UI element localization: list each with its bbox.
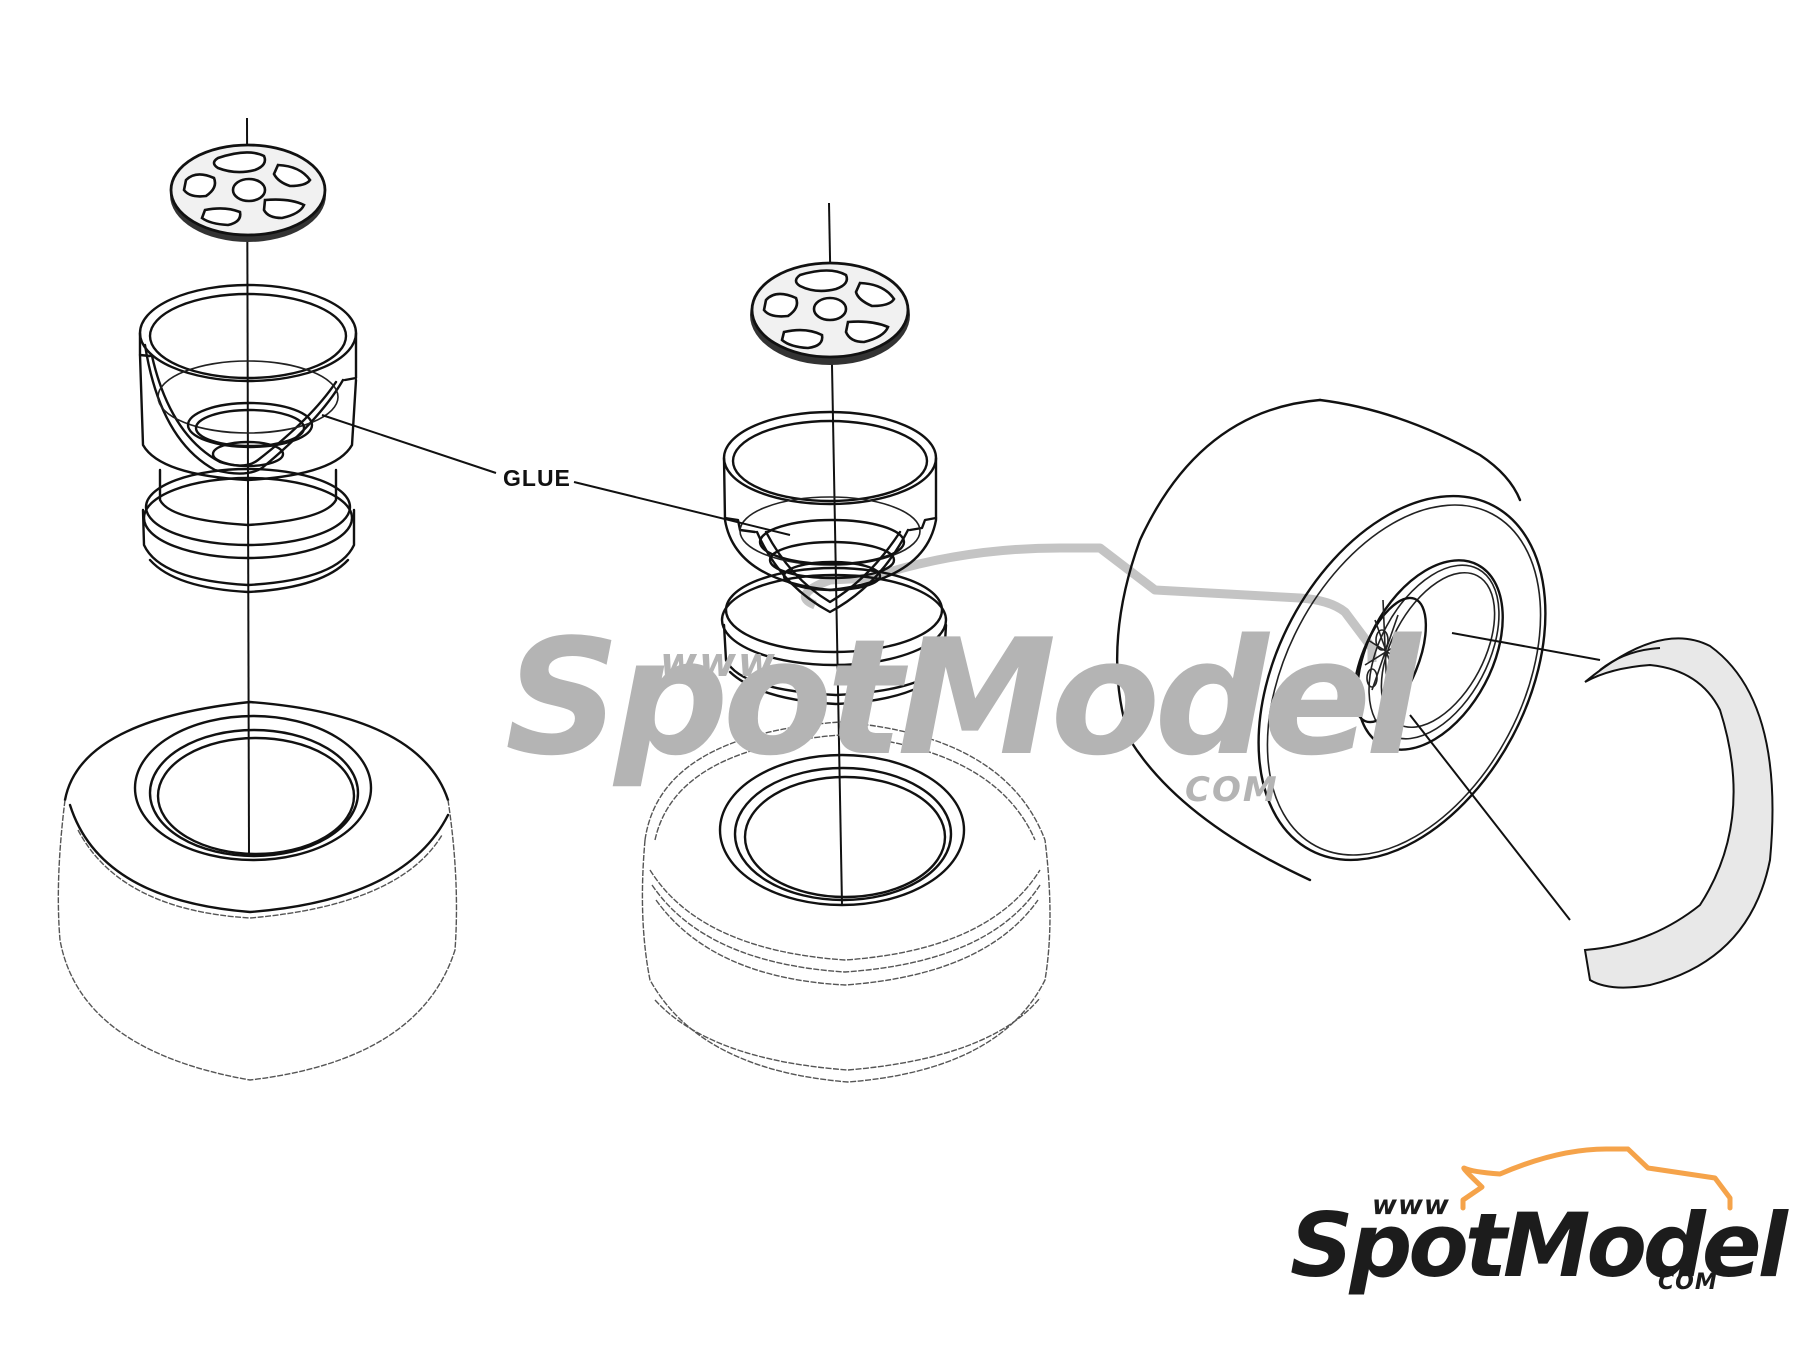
middle-tire: [641, 721, 1051, 1083]
left-assembly: [57, 117, 458, 1081]
middle-rim-outer: [722, 410, 938, 614]
watermark-brand: SpotModel: [505, 604, 1420, 791]
left-tire: [57, 700, 458, 1081]
logo-com: COM: [1658, 1270, 1718, 1295]
left-rim-inner: [141, 467, 356, 594]
middle-wheel-disc: [750, 261, 910, 365]
logo-brand: SpotModel: [1290, 1194, 1788, 1297]
watermark-com: COM: [1185, 770, 1279, 810]
logo-www: www: [1372, 1190, 1450, 1221]
middle-assembly: [641, 202, 1051, 1083]
right-assembly: [1116, 398, 1774, 989]
logo-car-outline-icon: [1460, 1146, 1733, 1211]
glue-callout-label: GLUE: [503, 465, 571, 491]
watermark-www: www: [660, 640, 777, 686]
glue-leader-middle: [573, 481, 791, 536]
right-sidewall-decal: [1583, 637, 1774, 989]
glue-leader-left: [321, 414, 497, 474]
right-spoked-wheel: [1352, 596, 1428, 724]
left-wheel-disc: [169, 143, 327, 242]
left-rim-outer: [138, 283, 358, 482]
right-assembled-tire: [1116, 398, 1601, 921]
middle-rim-inner: [720, 566, 948, 706]
